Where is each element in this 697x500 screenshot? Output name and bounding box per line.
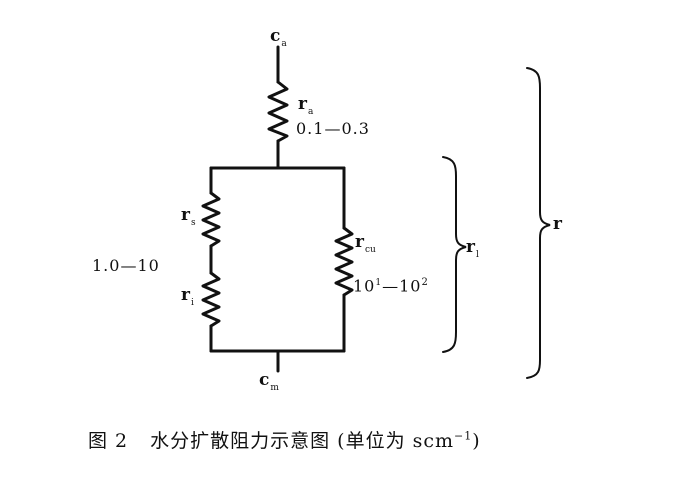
caption-figure-number: 图 2 (88, 430, 129, 452)
node-top-label: ca (270, 26, 287, 49)
resistor-rcu-symbol: r (355, 232, 364, 252)
resistor-ri-zigzag (201, 271, 221, 328)
rcu-range-exp2: 2 (421, 277, 429, 288)
rcu-range-base2: 10 (399, 276, 422, 296)
inner-brace-symbol: r (466, 237, 475, 257)
caption-close-paren: ) (472, 430, 481, 452)
outer-brace (526, 67, 551, 379)
resistor-ra-label: ra (298, 94, 313, 117)
inner-brace (442, 156, 467, 353)
caption-title: 水分扩散阻力示意图 (单位为 scm (150, 430, 455, 452)
resistor-rcu-zigzag (334, 226, 354, 297)
node-bottom-subscript: m (270, 383, 279, 393)
resistor-rcu-range: 101—102 (353, 278, 429, 294)
resistor-ra-range: 0.1—0.3 (296, 119, 370, 138)
resistor-ra-symbol: r (298, 94, 307, 114)
outer-brace-symbol: r (553, 214, 562, 234)
resistor-rs-zigzag (201, 191, 221, 248)
resistor-ri-label: ri (181, 285, 194, 308)
rcu-range-base1: 10 (353, 276, 376, 296)
resistor-ri-symbol: r (181, 285, 190, 305)
left-branch-range: 1.0—10 (92, 256, 160, 275)
resistor-ra-subscript: a (307, 107, 314, 117)
resistor-rcu-label: rcu (355, 232, 376, 255)
resistor-rs-label: rs (181, 205, 196, 228)
node-bottom-label: cm (259, 370, 279, 393)
resistor-rs-symbol: r (181, 205, 190, 225)
inner-brace-subscript: l (475, 250, 479, 260)
node-bottom-symbol: c (259, 370, 270, 390)
rcu-range-exp1: 1 (375, 278, 383, 288)
outer-brace-label: r (553, 216, 562, 233)
caption-unit-exponent: −1 (454, 429, 473, 443)
node-top-symbol: c (270, 26, 281, 46)
resistor-ra-zigzag (267, 80, 289, 143)
node-top-subscript: a (281, 39, 287, 49)
resistor-rcu-subscript: cu (364, 245, 376, 255)
figure-caption: 图 2 水分扩散阻力示意图 (单位为 scm−1) (88, 426, 481, 453)
resistor-ri-subscript: i (190, 298, 194, 308)
rcu-range-separator: — (382, 276, 400, 296)
inner-brace-label: rl (466, 237, 479, 260)
resistor-rs-subscript: s (190, 218, 196, 228)
